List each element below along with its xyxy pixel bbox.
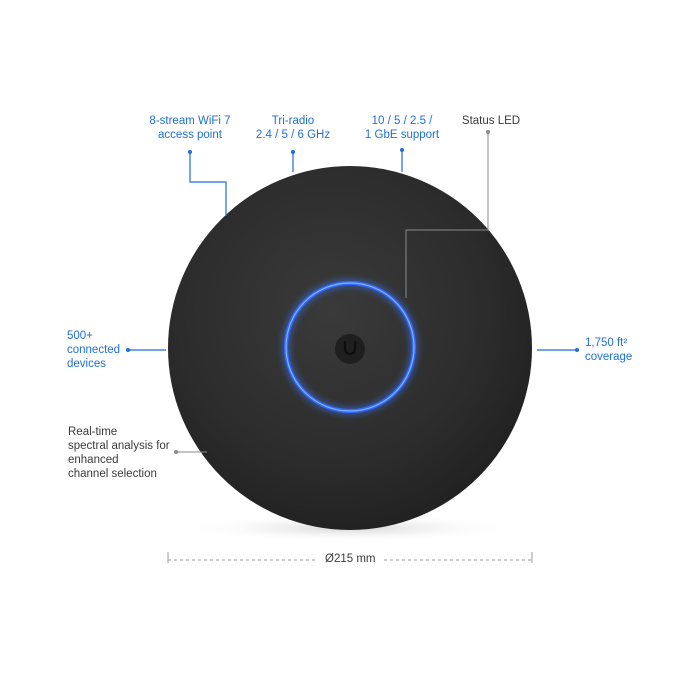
callout-ethernet-line2: 1 GbE support <box>364 129 440 141</box>
diameter-label: Ø215 mm <box>317 553 384 565</box>
callout-devices-line3: devices <box>67 358 106 370</box>
callout-ethernet: 10 / 5 / 2.5 / 1 GbE support <box>342 114 462 142</box>
callout-devices-line2: connected <box>67 344 121 356</box>
leader-wifi <box>189 152 227 216</box>
callout-status-led-line1: Status LED <box>461 115 521 127</box>
ubiquiti-logo-icon <box>343 340 357 356</box>
led-ring-highlight <box>285 282 415 412</box>
callout-spectral-line4: channel selection <box>68 468 157 480</box>
blue-leader-dots <box>126 148 579 352</box>
callout-wifi-line2: access point <box>158 129 222 141</box>
callout-spectral: Real-time spectral analysis for enhanced… <box>68 425 170 481</box>
callout-spectral-line1: Real-time <box>68 426 118 438</box>
logo-badge <box>335 334 365 364</box>
callout-radio-line2: 2.4 / 5 / 6 GHz <box>255 129 331 141</box>
callout-devices: 500+ connected devices <box>67 329 120 371</box>
callout-ethernet-line1: 10 / 5 / 2.5 / <box>371 115 433 127</box>
callout-wifi-line1: 8-stream WiFi 7 <box>149 115 231 127</box>
callout-coverage-line2: coverage <box>585 351 633 363</box>
callout-spectral-line2: spectral analysis for <box>68 440 170 452</box>
callout-coverage-line1: 1,750 ft² <box>585 337 628 349</box>
callout-radio-line1: Tri-radio <box>271 115 315 127</box>
leader-status-led <box>405 132 489 298</box>
callout-radio: Tri-radio 2.4 / 5 / 6 GHz <box>233 114 353 142</box>
callout-wifi: 8-stream WiFi 7 access point <box>130 114 250 142</box>
callout-coverage: 1,750 ft² coverage <box>585 336 632 364</box>
callout-spectral-line3: enhanced <box>68 454 119 466</box>
gray-leaders <box>176 132 489 453</box>
callout-devices-line1: 500+ <box>67 330 93 342</box>
callout-status-led: Status LED <box>441 114 541 128</box>
blue-leaders <box>128 150 577 351</box>
gray-leader-dots <box>174 130 490 454</box>
